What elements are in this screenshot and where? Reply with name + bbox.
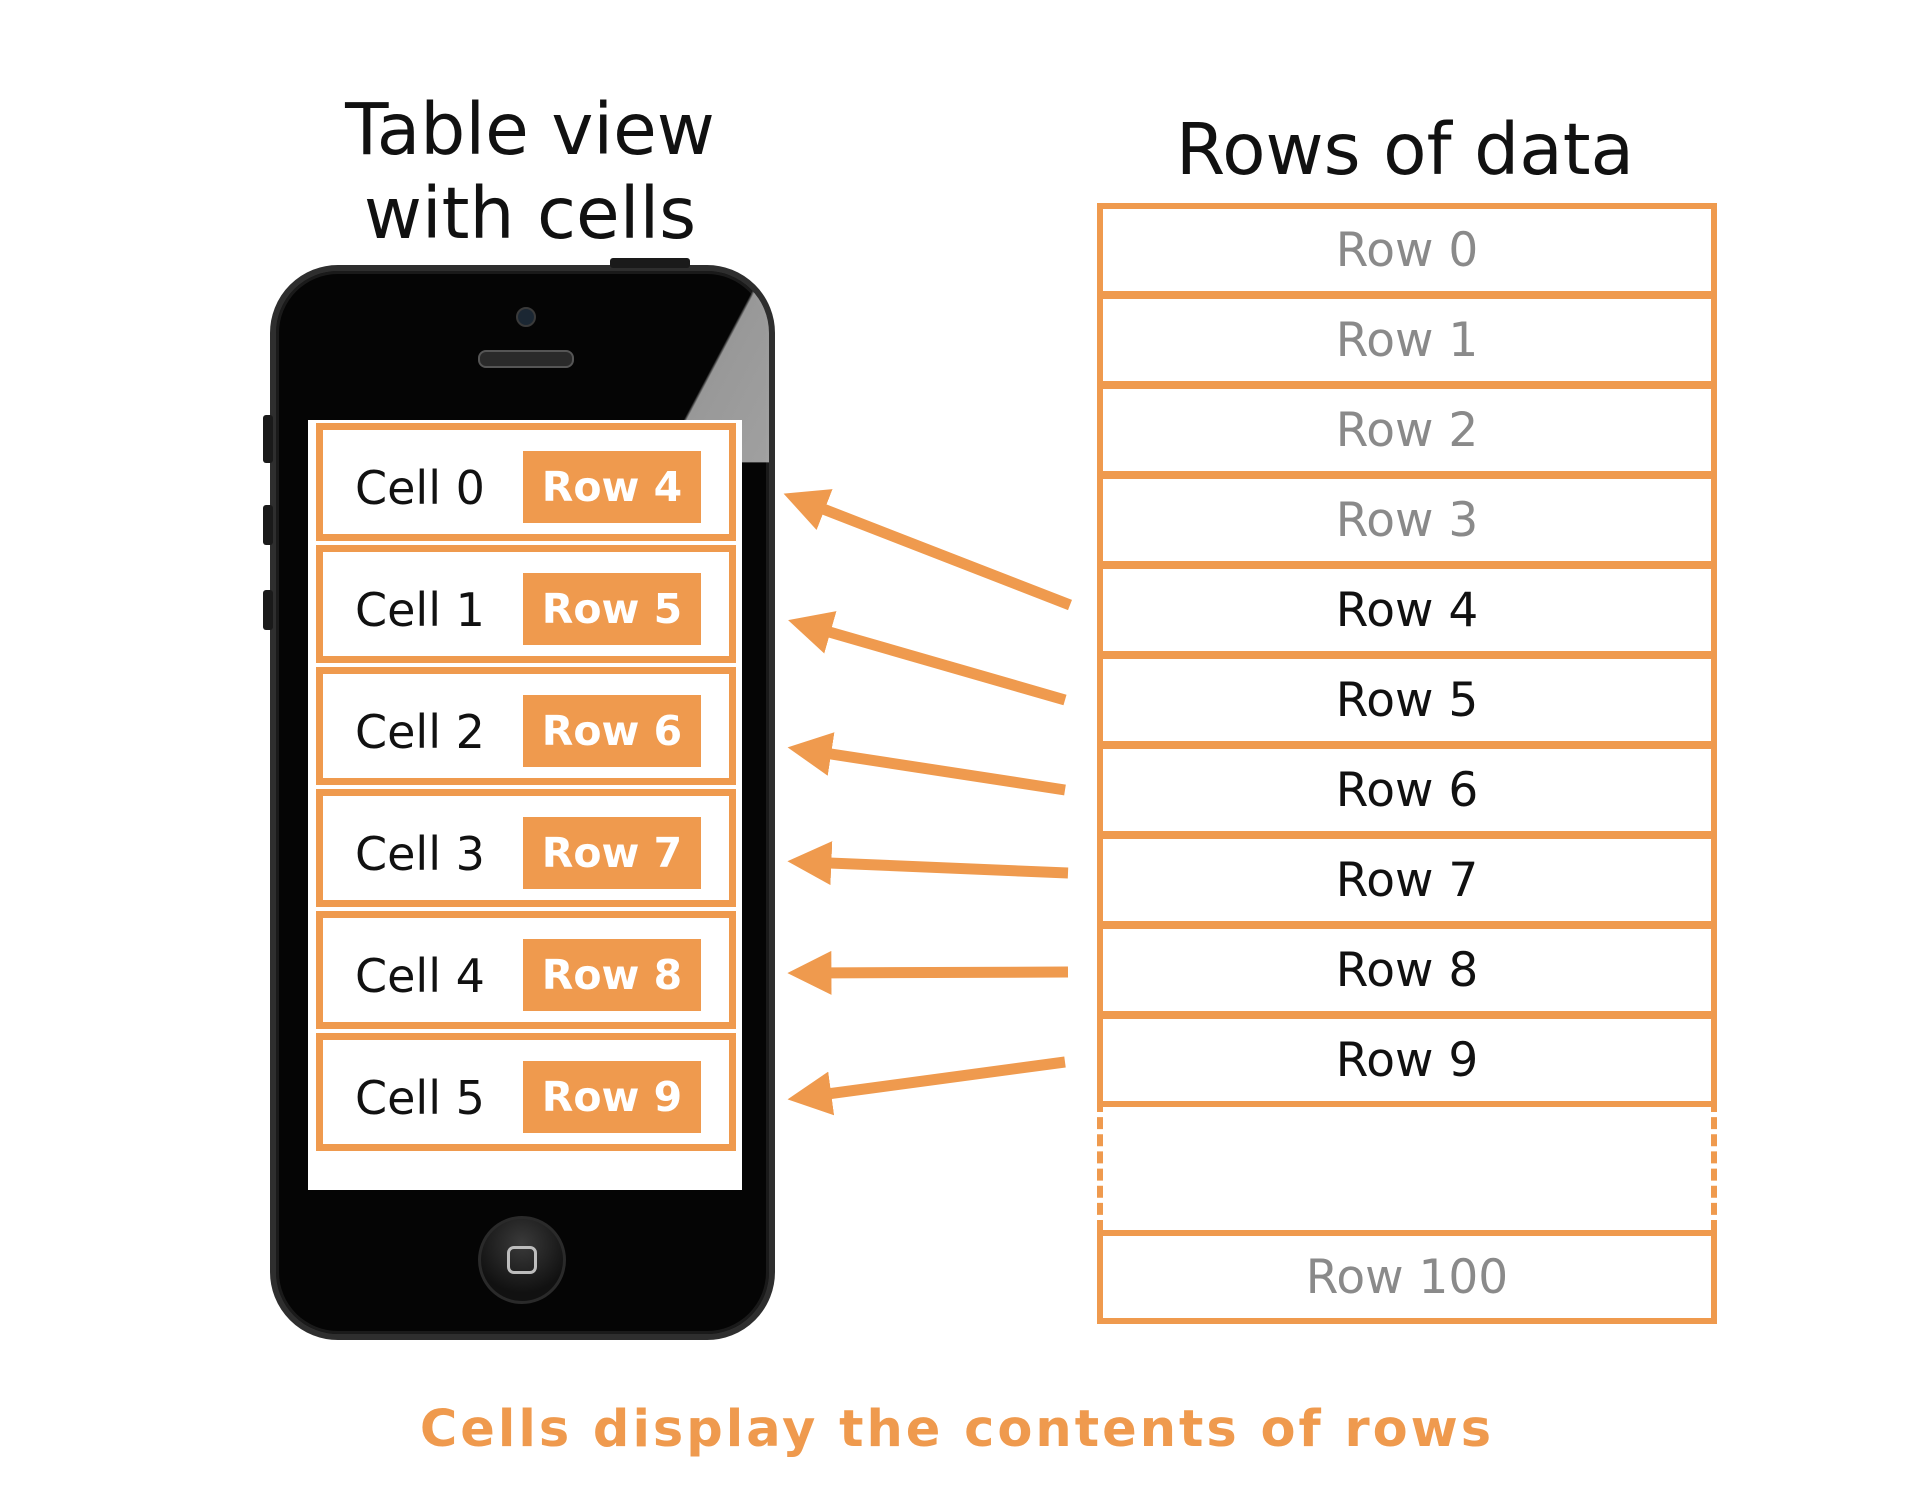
cell-row-badge: Row 6: [523, 695, 701, 767]
cell-row-badge: Row 7: [523, 817, 701, 889]
arrow-row4-to-cell0: [783, 489, 1072, 611]
table-view-title: Table view with cells: [250, 88, 810, 256]
data-row-4: Row 4: [1097, 563, 1717, 657]
cell-label: Cell 4: [355, 949, 485, 1003]
cell-label: Cell 2: [355, 705, 485, 759]
phone-volume-down-button: [263, 590, 273, 630]
cell-row-badge: Row 5: [523, 573, 701, 645]
diagram-caption: Cells display the contents of rows: [419, 1400, 1495, 1459]
arrow-row6-to-cell2: [787, 732, 1066, 796]
cell-row-badge: Row 9: [523, 1061, 701, 1133]
phone-volume-up-button: [263, 505, 273, 545]
rows-of-data-title: Rows of data: [1175, 108, 1635, 191]
home-button-square-icon: [507, 1246, 537, 1274]
cell-row-badge: Row 4: [523, 451, 701, 523]
arrow-row8-to-cell4: [787, 950, 1069, 995]
cell-label: Cell 5: [355, 1071, 485, 1125]
data-row-8: Row 8: [1097, 923, 1717, 1017]
phone-camera-icon: [516, 307, 536, 327]
cell-label: Cell 1: [355, 583, 485, 637]
rows-ellipsis-gap: [1097, 1100, 1717, 1232]
arrow-row7-to-cell3: [787, 841, 1069, 886]
data-row-100: Row 100: [1097, 1230, 1717, 1324]
arrow-row5-to-cell1: [788, 611, 1067, 706]
table-view-title-line1: Table view: [345, 88, 715, 171]
data-row-3: Row 3: [1097, 473, 1717, 567]
cell-label: Cell 3: [355, 827, 485, 881]
data-row-7: Row 7: [1097, 833, 1717, 927]
phone-power-button: [610, 258, 690, 268]
phone-mute-switch: [263, 415, 273, 463]
data-row-0: Row 0: [1097, 203, 1717, 297]
phone-speaker-icon: [478, 350, 574, 368]
arrow-row9-to-cell5: [787, 1056, 1066, 1116]
phone-home-button: [478, 1216, 566, 1304]
data-row-2: Row 2: [1097, 383, 1717, 477]
cell-label: Cell 0: [355, 461, 485, 515]
table-view-title-line2: with cells: [363, 171, 697, 255]
cell-row-badge: Row 8: [523, 939, 701, 1011]
data-row-9: Row 9: [1097, 1013, 1717, 1107]
